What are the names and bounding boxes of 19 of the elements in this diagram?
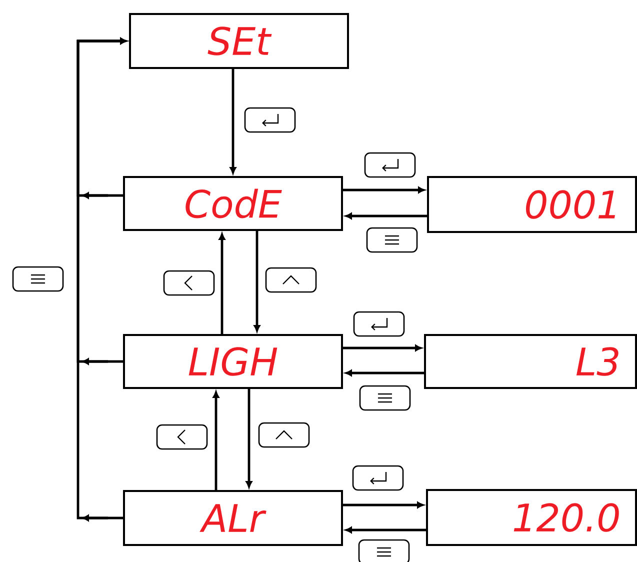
arrow xyxy=(230,69,236,174)
arrow xyxy=(343,186,425,194)
arrow xyxy=(343,344,422,352)
arrow xyxy=(246,389,252,488)
display-box: LIGH xyxy=(123,334,343,389)
arrow xyxy=(218,233,226,334)
arrow xyxy=(76,38,127,522)
display-box: L3 xyxy=(424,334,637,389)
arrow xyxy=(345,526,426,534)
arrow xyxy=(212,391,220,490)
arrow xyxy=(254,231,260,332)
arrow xyxy=(343,502,424,508)
display-box: ALr xyxy=(123,490,343,546)
display-box: CodE xyxy=(123,176,343,231)
display-box: 0001 xyxy=(427,176,637,233)
display-box: 120.0 xyxy=(426,489,637,546)
arrow xyxy=(345,370,424,376)
arrow xyxy=(345,212,427,220)
display-box: SEt xyxy=(129,13,349,69)
